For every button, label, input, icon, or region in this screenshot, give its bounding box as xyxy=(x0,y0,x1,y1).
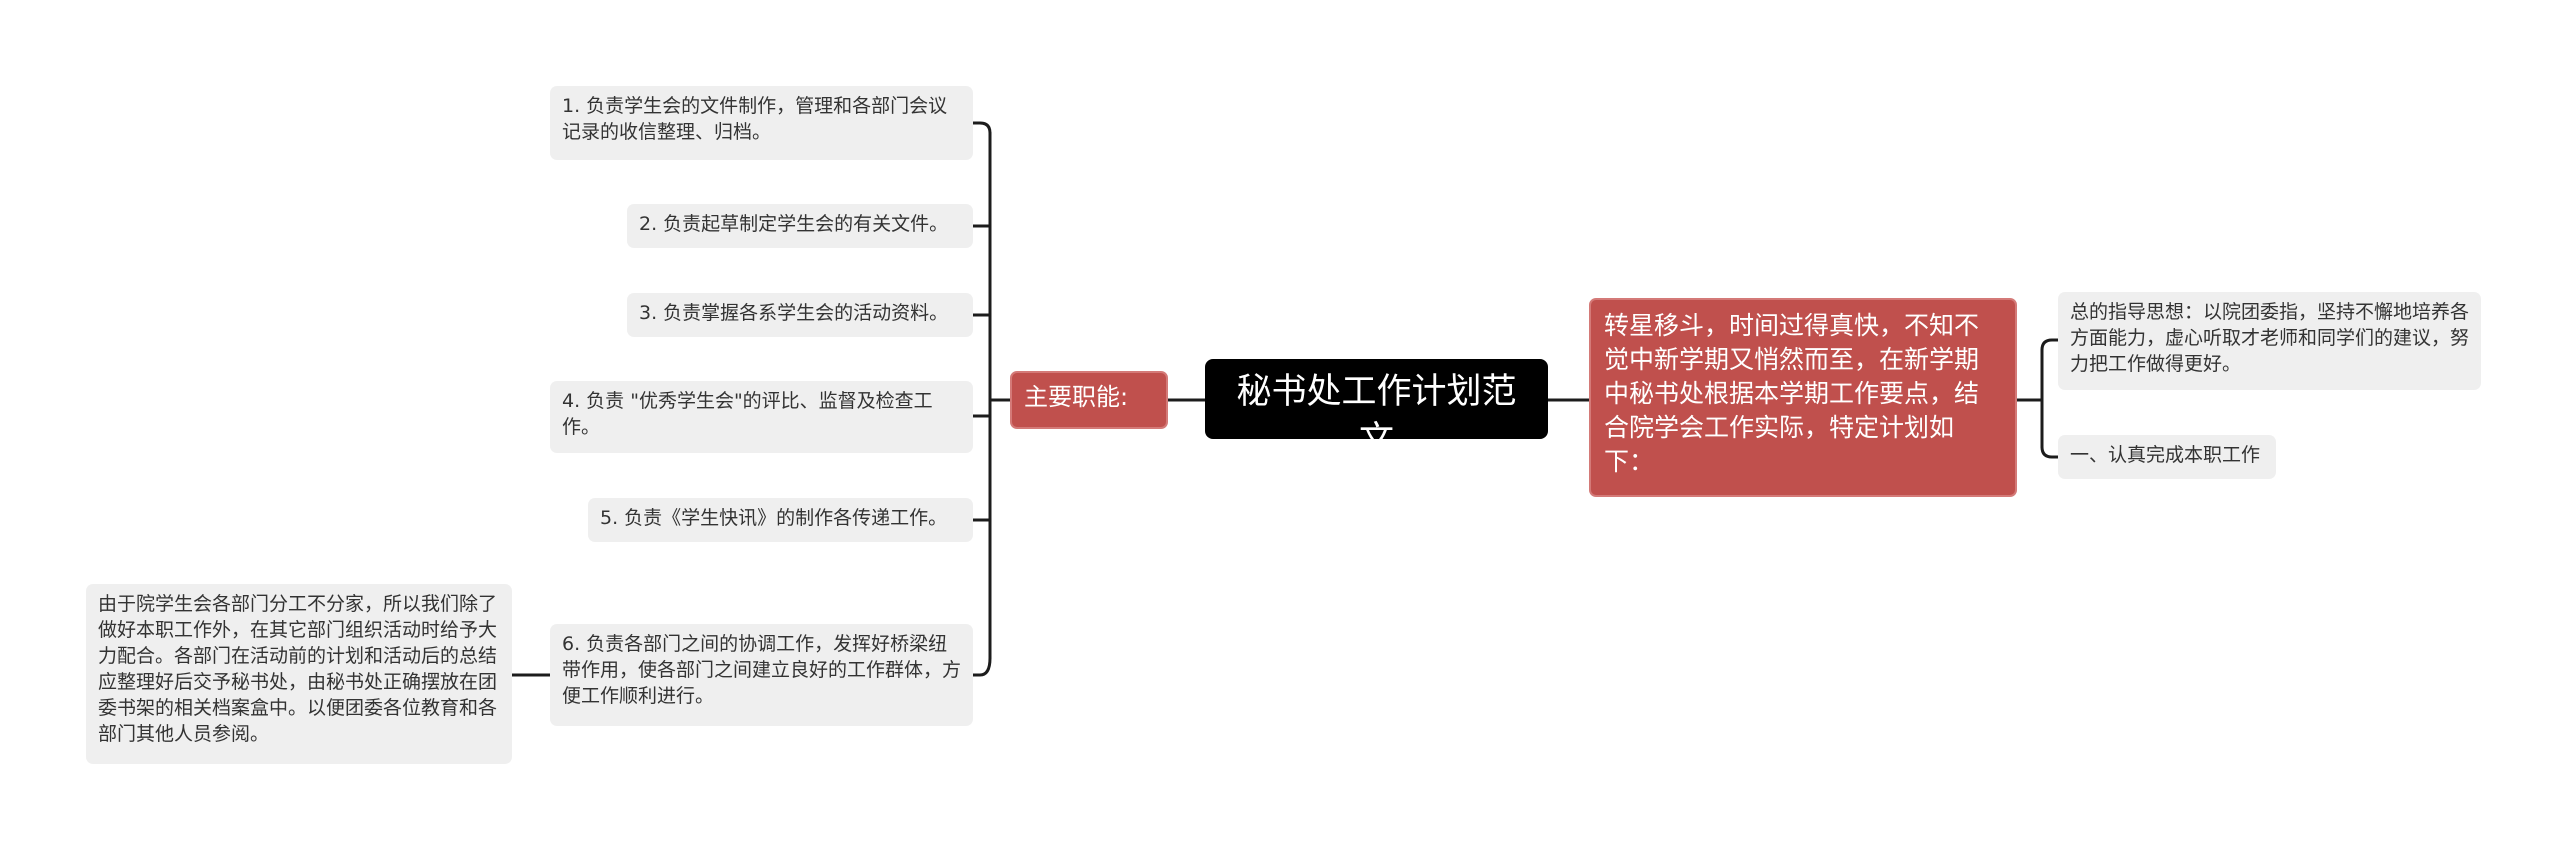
plan-item-complete-duties[interactable]: 一、认真完成本职工作 xyxy=(2058,435,2276,479)
root-topic-label: 秘书处工作计划范文 xyxy=(1236,372,1517,460)
duty-item-6[interactable]: 6. 负责各部门之间的协调工作，发挥好桥梁纽带作用，使各部门之间建立良好的工作群… xyxy=(550,624,973,726)
duty-item-3[interactable]: 3. 负责掌握各系学生会的活动资料。 xyxy=(627,293,973,337)
branch-intro-label: 转星移斗，时间过得真快，不知不觉中新学期又悄然而至，在新学期中秘书处根据本学期工… xyxy=(1604,311,1980,476)
duty-item-6-text: 6. 负责各部门之间的协调工作，发挥好桥梁纽带作用，使各部门之间建立良好的工作群… xyxy=(562,633,962,707)
duty-item-4-text: 4. 负责 "优秀学生会"的评比、监督及检查工作。 xyxy=(562,390,933,438)
duty-item-5[interactable]: 5. 负责《学生快讯》的制作各传递工作。 xyxy=(588,498,973,542)
branch-main-duties[interactable]: 主要职能: xyxy=(1010,371,1168,429)
link-right-item-1 xyxy=(2040,338,2060,352)
duty-item-3-text: 3. 负责掌握各系学生会的活动资料。 xyxy=(639,302,949,324)
plan-item-complete-duties-text: 一、认真完成本职工作 xyxy=(2070,444,2261,466)
duty-item-2-text: 2. 负责起草制定学生会的有关文件。 xyxy=(639,213,949,235)
plan-item-guiding-thought-text: 总的指导思想：以院团委指，坚持不懈地培养各方面能力，虚心听取才老师和同学们的建议… xyxy=(2070,301,2470,375)
plan-item-guiding-thought[interactable]: 总的指导思想：以院团委指，坚持不懈地培养各方面能力，虚心听取才老师和同学们的建议… xyxy=(2058,292,2481,390)
branch-main-duties-label: 主要职能: xyxy=(1024,383,1129,411)
link-right-item-2 xyxy=(2040,445,2060,459)
link-left-item-1 xyxy=(971,121,992,135)
duty-item-6-detail-text: 由于院学生会各部门分工不分家，所以我们除了做好本职工作外，在其它部门组织活动时给… xyxy=(98,593,498,745)
branch-intro[interactable]: 转星移斗，时间过得真快，不知不觉中新学期又悄然而至，在新学期中秘书处根据本学期工… xyxy=(1589,298,2017,497)
duty-item-6-detail[interactable]: 由于院学生会各部门分工不分家，所以我们除了做好本职工作外，在其它部门组织活动时给… xyxy=(86,584,512,764)
duty-item-5-text: 5. 负责《学生快讯》的制作各传递工作。 xyxy=(600,507,948,529)
duty-item-1[interactable]: 1. 负责学生会的文件制作，管理和各部门会议记录的收信整理、归档。 xyxy=(550,86,973,160)
duty-item-1-text: 1. 负责学生会的文件制作，管理和各部门会议记录的收信整理、归档。 xyxy=(562,95,948,143)
link-left-item-6 xyxy=(971,656,992,677)
duty-item-4[interactable]: 4. 负责 "优秀学生会"的评比、监督及检查工作。 xyxy=(550,381,973,453)
root-topic[interactable]: 秘书处工作计划范文 xyxy=(1205,359,1548,460)
duty-item-2[interactable]: 2. 负责起草制定学生会的有关文件。 xyxy=(627,204,973,248)
